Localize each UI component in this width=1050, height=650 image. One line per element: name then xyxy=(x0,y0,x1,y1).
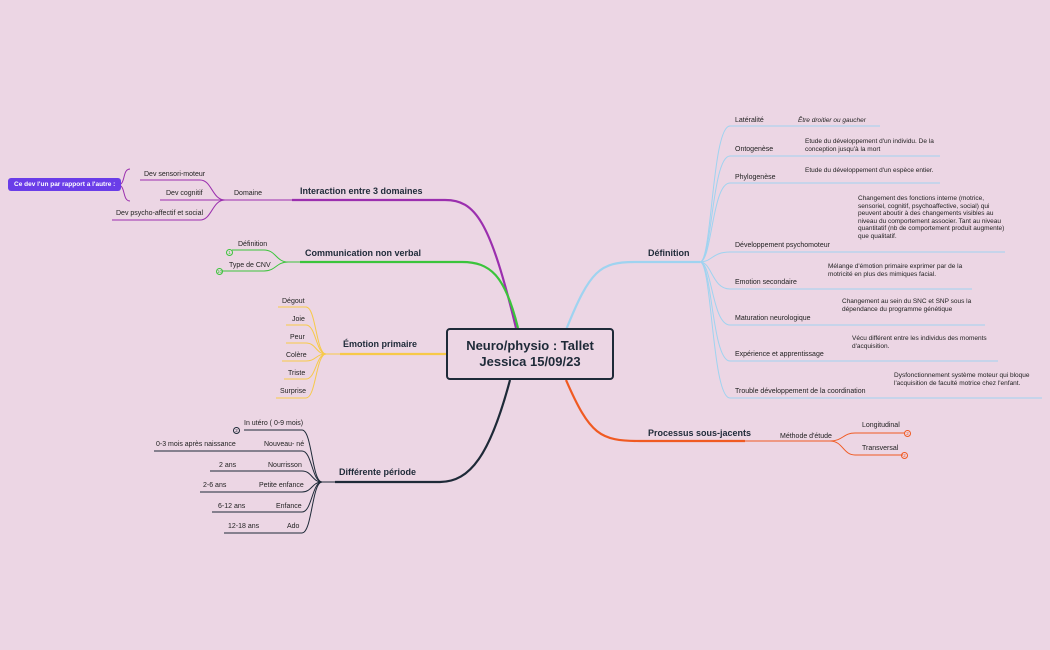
processus-title[interactable]: Processus sous-jacents xyxy=(648,428,752,438)
callout-label[interactable]: Ce dev l'un par rapport a l'autre : xyxy=(8,178,122,191)
communication-item-type-cnv[interactable]: Type de CNV xyxy=(229,262,271,269)
periode-item-enfance[interactable]: Enfance xyxy=(276,503,302,510)
transversal-count-badge[interactable]: 2 xyxy=(901,452,908,459)
definition-note-ontogenese: Etude du développement d'un individu. De… xyxy=(805,138,934,153)
definition-item-ontogenese[interactable]: Ontogenèse xyxy=(735,146,774,153)
periode-title[interactable]: Différente période xyxy=(339,467,417,477)
periode-item-nouveau-ne[interactable]: Nouveau- né xyxy=(264,441,305,448)
periode-item-ado[interactable]: Ado xyxy=(287,523,300,530)
definition-item-phylogenese[interactable]: Phylogenèse xyxy=(735,174,776,181)
definition-note-lateralite: Être droitier ou gaucher xyxy=(798,117,866,124)
emotion-item-joie[interactable]: Joie xyxy=(292,316,305,323)
emotion-title[interactable]: Émotion primaire xyxy=(343,339,418,349)
definition-note-emotion-secondaire: Mélange d'émotion primaire exprimer par … xyxy=(828,263,963,278)
central-topic[interactable]: Neuro/physio : Tallet Jessica 15/09/23 xyxy=(446,328,614,380)
emotion-item-peur[interactable]: Peur xyxy=(290,334,305,341)
definition-note-trouble: Dysfonctionnement système moteur qui blo… xyxy=(894,372,1030,387)
periode-item-petite-enfance[interactable]: Petite enfance xyxy=(259,482,304,489)
interaction-sub-domaine[interactable]: Domaine xyxy=(234,190,263,197)
longitudinal-count-badge[interactable]: 2 xyxy=(904,430,911,437)
definition-note-experience: Vécu différent entre les individus des m… xyxy=(852,335,987,350)
emotion-item-surprise[interactable]: Surprise xyxy=(280,388,307,395)
processus-item-longitudinal[interactable]: Longitudinal xyxy=(862,422,900,429)
periode-connectors xyxy=(154,379,512,534)
definition-count-badge[interactable]: 1 xyxy=(226,249,233,256)
definition-title[interactable]: Définition xyxy=(648,248,690,258)
in-utero-count-badge[interactable]: 2 xyxy=(233,427,240,434)
definition-connectors xyxy=(564,260,700,331)
communication-title[interactable]: Communication non verbal xyxy=(305,248,422,258)
periode-detail-petite-enfance: 2-6 ans xyxy=(203,482,227,489)
definition-item-lateralite[interactable]: Latéralité xyxy=(735,117,764,124)
interaction-item-psycho-affectif[interactable]: Dev psycho-affectif et social xyxy=(116,210,204,217)
processus-item-transversal[interactable]: Transversal xyxy=(862,445,899,452)
definition-note-maturation: Changement au sein du SNC et SNP sous la… xyxy=(842,298,972,313)
emotion-item-colere[interactable]: Colère xyxy=(286,352,307,359)
periode-detail-nouveau-ne: 0-3 mois après naissance xyxy=(156,441,236,448)
definition-note-dev-psychomoteur: Changement des fonctions interne (motric… xyxy=(858,195,1005,240)
periode-item-nourrisson[interactable]: Nourrisson xyxy=(268,462,302,469)
communication-item-definition[interactable]: Définition xyxy=(238,241,268,248)
interaction-title[interactable]: Interaction entre 3 domaines xyxy=(300,186,423,196)
interaction-item-cognitif[interactable]: Dev cognitif xyxy=(166,190,203,197)
processus-sub-methode[interactable]: Méthode d'étude xyxy=(780,433,832,440)
definition-main-line xyxy=(564,260,700,331)
definition-item-maturation[interactable]: Maturation neurologique xyxy=(735,315,811,322)
definition-note-phylogenese: Etude du développement d'un espèce entie… xyxy=(805,167,934,174)
periode-detail-ado: 12-18 ans xyxy=(228,523,260,530)
emotion-item-degout[interactable]: Dégout xyxy=(282,298,305,305)
definition-item-trouble[interactable]: Trouble développement de la coordination xyxy=(735,388,866,395)
type-cnv-count-badge[interactable]: 10 xyxy=(216,268,223,275)
definition-item-emotion-secondaire[interactable]: Emotion secondaire xyxy=(735,279,797,286)
interaction-item-sensori-moteur[interactable]: Dev sensori-moteur xyxy=(144,171,206,178)
definition-item-experience[interactable]: Expérience et apprentissage xyxy=(735,351,824,358)
periode-item-in-utero[interactable]: In utéro ( 0-9 mois) xyxy=(244,420,304,427)
periode-detail-nourrisson: 2 ans xyxy=(219,462,237,469)
definition-item-dev-psychomoteur[interactable]: Développement psychomoteur xyxy=(735,242,830,249)
periode-detail-enfance: 6-12 ans xyxy=(218,503,246,510)
emotion-item-triste[interactable]: Triste xyxy=(288,370,306,377)
